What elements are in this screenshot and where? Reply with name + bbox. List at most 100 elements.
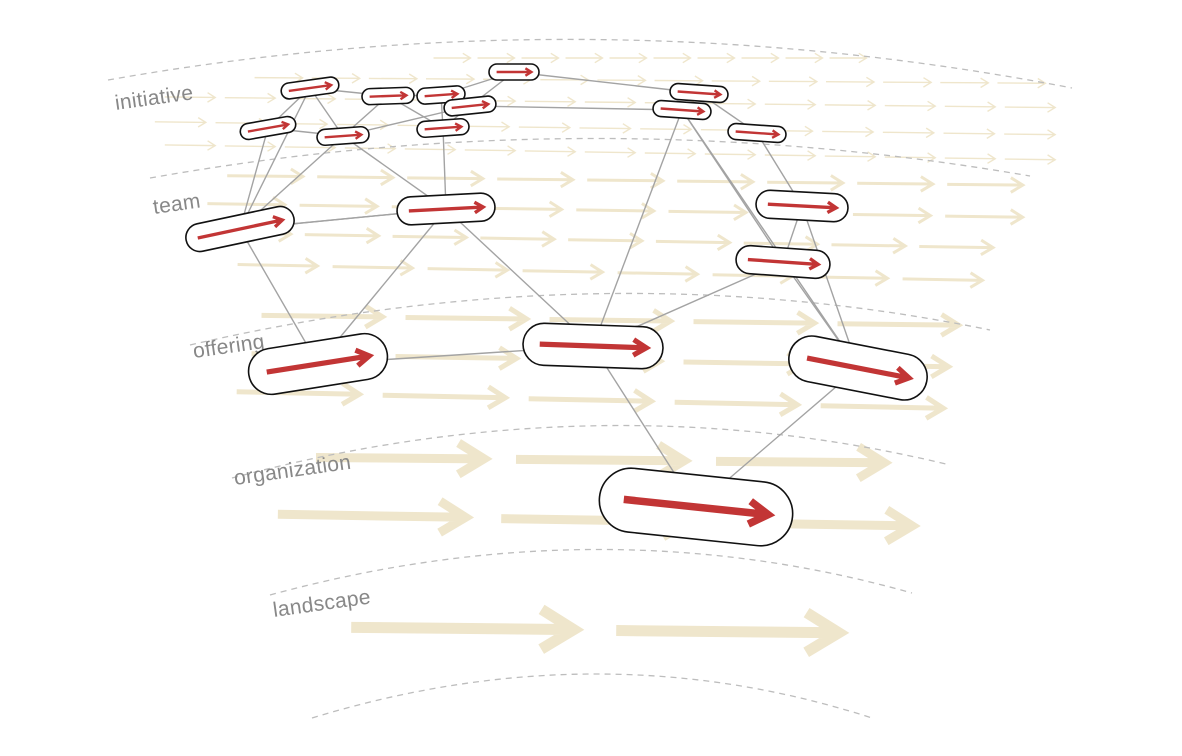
background-flow-arrow [693, 310, 820, 336]
background-flow-arrow [154, 117, 208, 128]
background-flow-arrow [764, 150, 817, 161]
flow-arrow [806, 355, 914, 386]
connection-line [592, 109, 683, 347]
flow-arrow [677, 89, 723, 99]
band-boundary [231, 424, 951, 479]
flow-node [652, 99, 712, 121]
background-flow-arrow [852, 206, 934, 225]
background-flow-arrow [227, 167, 306, 185]
connection-line [445, 208, 594, 347]
background-flow-arrow [477, 52, 516, 64]
flow-node [598, 467, 794, 547]
flow-node [735, 244, 831, 280]
background-flow-arrow [317, 168, 396, 187]
background-flow-arrow [1004, 129, 1057, 140]
band-boundary [149, 137, 1031, 179]
background-flow-arrow [829, 52, 868, 64]
background-flow-arrow [764, 99, 817, 110]
band-boundary [107, 38, 1073, 89]
background-flow-arrow [824, 100, 877, 111]
flow-node [788, 335, 928, 401]
background-flow-arrow [315, 439, 493, 479]
background-flow-arrow [882, 127, 936, 139]
flow-node [280, 76, 340, 100]
background-flow-arrow [677, 173, 756, 191]
background-flow-arrow [237, 257, 321, 275]
background-flow-arrow [644, 148, 697, 159]
background-flow-arrow [304, 227, 382, 245]
background-flow-arrow [824, 151, 877, 162]
background-flow-arrow [404, 144, 457, 155]
background-flow-arrow [579, 123, 632, 134]
background-flow-arrow [224, 141, 277, 152]
background-flow-arrow [392, 228, 470, 246]
background-flow-arrow [616, 607, 850, 658]
band-label-landscape: landscape [271, 585, 372, 621]
band-label-initiative: initiative [113, 81, 194, 115]
flow-arrow [424, 122, 464, 132]
background-flow-arrow [668, 203, 749, 221]
background-flow-arrow [653, 52, 692, 64]
background-flow-arrow [655, 233, 733, 251]
connection-line [681, 109, 859, 369]
background-flow-arrow [484, 200, 565, 218]
flow-node [669, 82, 729, 104]
background-flow-arrow [768, 76, 819, 87]
flow-node [239, 115, 297, 141]
background-flow-arrow [711, 75, 762, 87]
background-flow-arrow [277, 497, 475, 537]
background-flow-arrow [236, 381, 365, 407]
background-flow-arrow [883, 77, 933, 88]
background-flow-arrow [261, 304, 388, 330]
background-flow-arrow [433, 52, 472, 64]
background-flow-arrow [837, 312, 964, 338]
background-flow-arrow [464, 145, 517, 156]
connection-line [239, 228, 319, 365]
connection-line [239, 87, 311, 230]
background-flow-arrow [741, 52, 780, 64]
background-flow-arrow [584, 97, 637, 108]
background-flow-arrow [944, 101, 997, 113]
flow-arrow [747, 257, 822, 271]
background-flow-arrow [224, 92, 277, 104]
background-flow-arrow [919, 238, 996, 256]
background-flow-arrow [857, 175, 936, 193]
flow-node [396, 192, 496, 226]
background-flow-arrow [640, 124, 693, 135]
flow-arrow [539, 337, 652, 358]
flow-arrow [247, 120, 291, 133]
flow-node [727, 122, 787, 144]
background-flow-arrow [1004, 102, 1057, 113]
background-flow-arrow [427, 261, 511, 279]
background-flow-arrow [382, 384, 511, 410]
background-flow-arrow [164, 92, 217, 103]
background-flow-arrow [884, 100, 937, 112]
flow-node [488, 63, 540, 81]
background-flow-arrow [524, 96, 577, 107]
background-flow-arrow [944, 153, 997, 164]
background-flow-arrow [825, 76, 876, 88]
background-flow-arrow [584, 147, 637, 158]
background-flow-arrow [785, 52, 824, 64]
background-flow-arrow [405, 306, 532, 332]
background-flow-arrow [524, 146, 577, 157]
background-flow-arrow [704, 149, 757, 160]
background-flow-arrow [715, 442, 893, 483]
background-flow-arrow [945, 208, 1026, 226]
flow-node [185, 205, 295, 253]
flow-arrow [451, 99, 491, 110]
flow-node [443, 95, 497, 117]
flow-arrow [623, 495, 776, 528]
flow-arrow [266, 347, 375, 375]
band-boundaries [107, 38, 1073, 719]
flow-arrow [369, 90, 409, 101]
background-flow-arrow [332, 259, 416, 277]
flow-arrow [197, 215, 286, 240]
flow-arrow [324, 130, 364, 140]
background-flow-arrow [518, 122, 572, 133]
background-flow-arrow [597, 75, 647, 86]
background-flow-arrow [947, 176, 1026, 194]
flow-node [247, 332, 389, 396]
